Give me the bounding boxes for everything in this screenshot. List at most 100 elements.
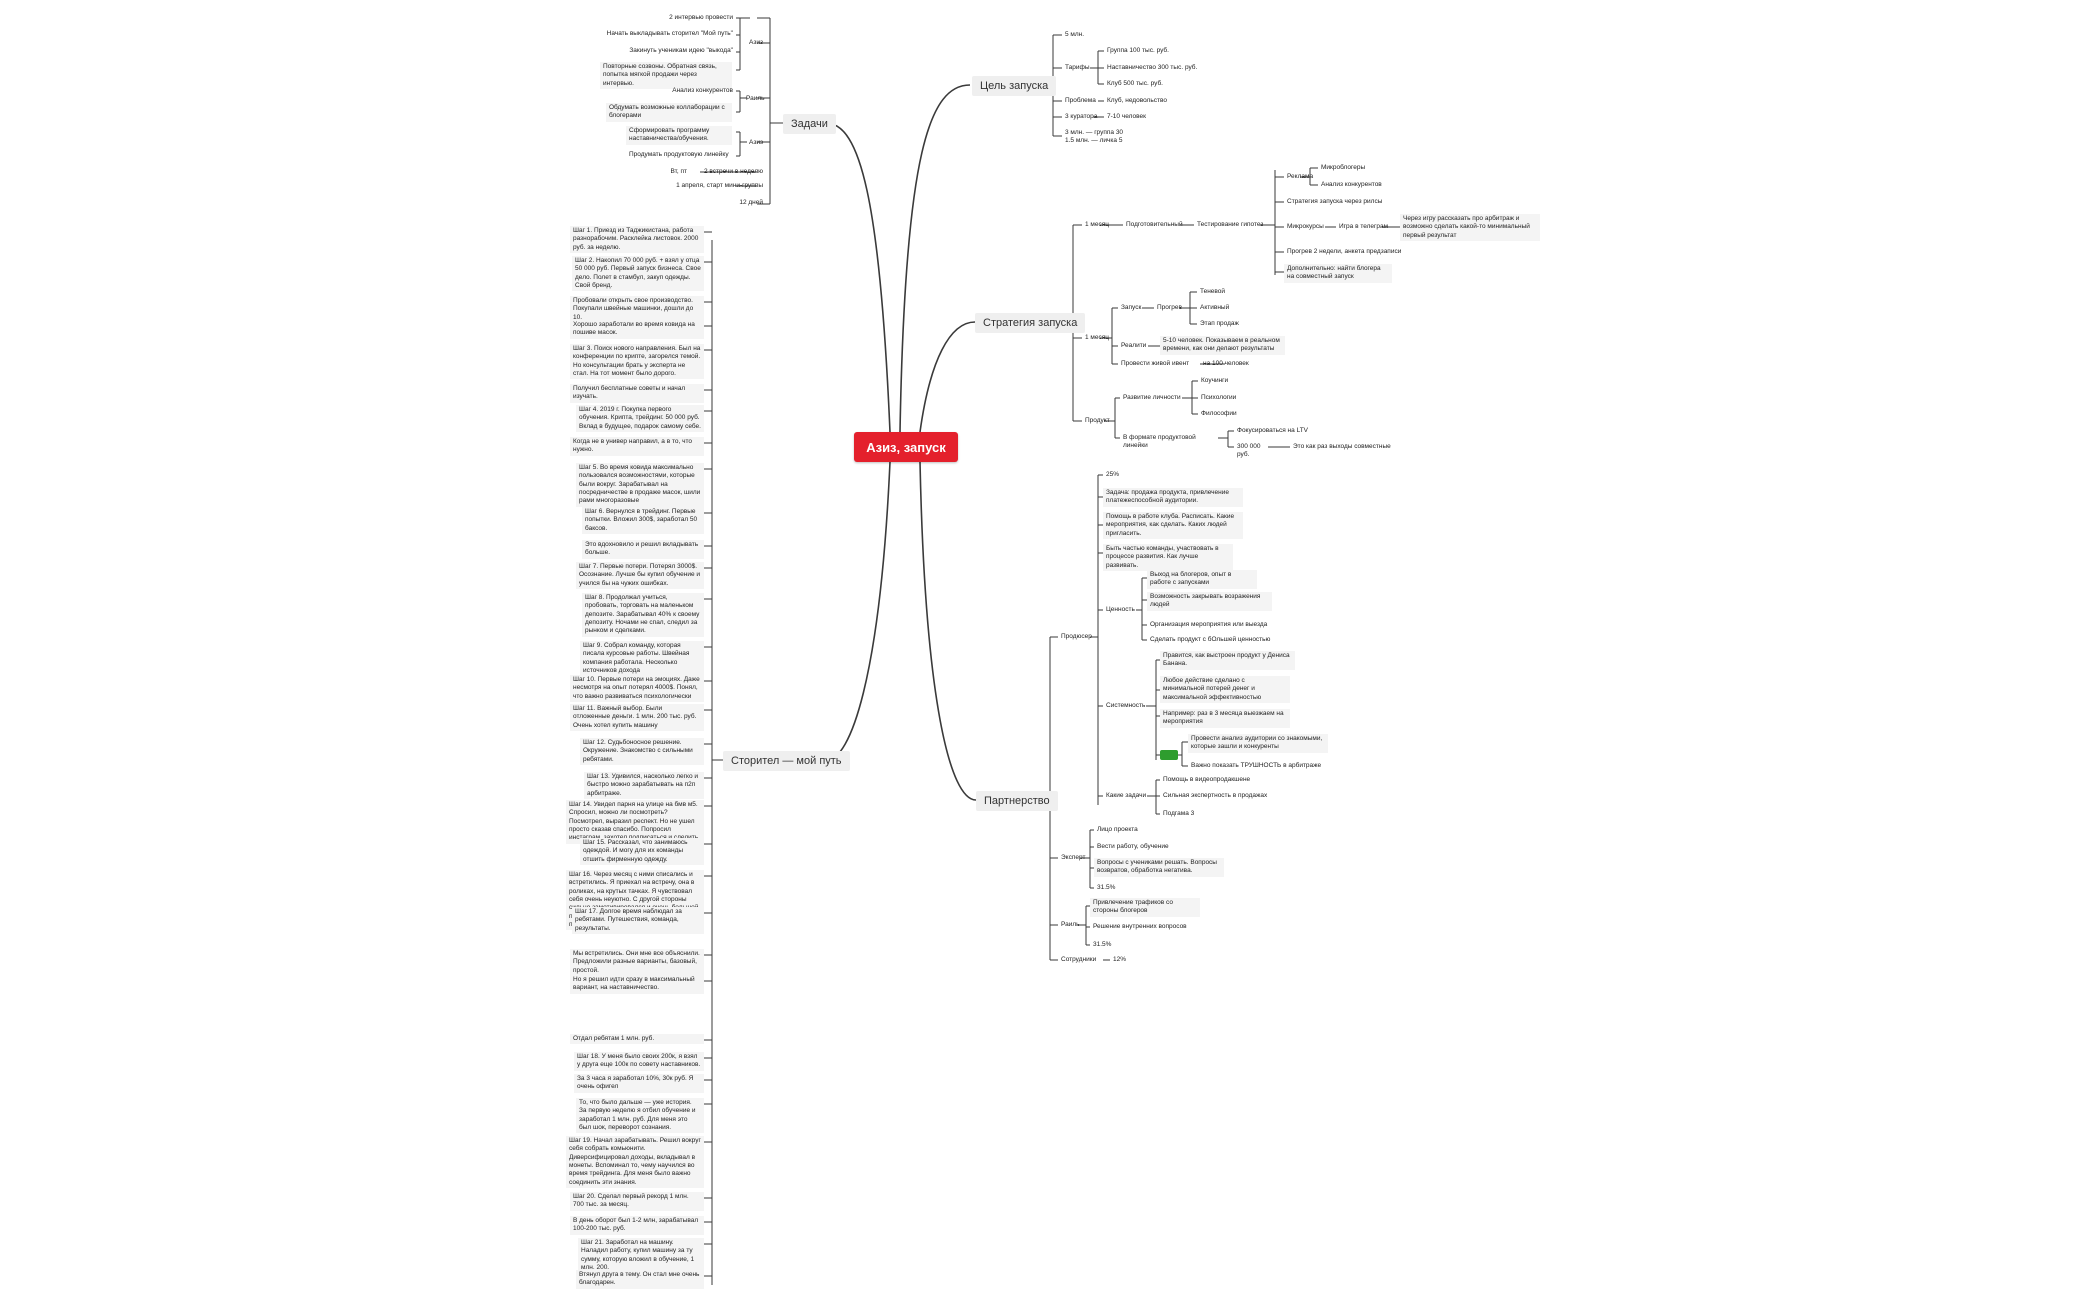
system-item[interactable]: Например: раз в 3 месяца выезжаем на мер… [1160,709,1290,728]
tariff-item[interactable]: Наставничество 300 тыс. руб. [1107,64,1198,71]
story-step[interactable]: Шаг 2. Накопил 70 000 руб. + взял у отца… [572,256,704,292]
strategy-active[interactable]: Активный [1200,304,1230,311]
strategy-warmup[interactable]: Прогрев 2 недели, анкета предзаписи [1287,248,1402,255]
value-item[interactable]: Выход на блогеров, опыт в работе с запус… [1147,570,1257,589]
expert-item[interactable]: 31.5% [1097,884,1116,891]
expert-item[interactable]: Вести работу, обучение [1097,843,1169,850]
goal-curators-value[interactable]: 7-10 человек [1107,113,1146,120]
producer-system[interactable]: Системность [1106,702,1146,709]
strategy-reels[interactable]: Стратегия запуска через рилсы [1287,198,1383,205]
system-item[interactable]: Правится, как выстроен продукт у Дениса … [1160,651,1295,670]
goal-curators[interactable]: 3 куратора [1065,113,1098,120]
story-step[interactable]: Шаг 8. Продолжал учиться, пробовать, тор… [582,593,704,637]
system-item[interactable]: Любое действие сделано с минимальной пот… [1160,676,1290,703]
strategy-reality-desc[interactable]: 5-10 человек. Показываем в реальном врем… [1160,336,1285,355]
strategy-competitors[interactable]: Анализ конкурентов [1321,181,1382,188]
story-step[interactable]: Шаг 14. Увидел парня на улице на бмв м5.… [566,800,704,844]
story-step[interactable]: Шаг 20. Сделал первый рекорд 1 млн. 700 … [570,1192,704,1211]
task-item[interactable]: Начать выкладывать сторител "Мой путь" [606,30,733,37]
strategy-month[interactable]: 1 месяц [1085,221,1109,228]
task-item[interactable]: 12 дней [739,199,763,206]
story-step[interactable]: Шаг 15. Рассказал, что занимаюсь одеждой… [580,838,704,865]
task-owner-aziz[interactable]: Азиз [749,39,763,46]
partner-staff[interactable]: Сотрудники [1061,956,1097,963]
story-step[interactable]: Когда не в универ направил, а в то, что … [570,437,704,456]
task-item[interactable]: Анализ конкурентов [672,87,733,94]
story-step[interactable]: Получил бесплатные советы и начал изучат… [570,384,704,403]
goal-problem-value[interactable]: Клуб, недовольство [1107,97,1167,104]
expert-item[interactable]: Лицо проекта [1097,826,1138,833]
strategy-reality[interactable]: Реалити [1121,342,1147,349]
story-step[interactable]: Пробовали открыть свое производство. Пок… [570,296,704,323]
value-item[interactable]: Сделать продукт с бОльшей ценностью [1150,636,1271,643]
story-step[interactable]: Шаг 5. Во время ковида максимально польз… [576,463,704,507]
strategy-live-event[interactable]: Провести живой ивент [1121,360,1190,367]
strategy-philos[interactable]: Философии [1201,410,1237,417]
branch-strategy[interactable]: Стратегия запуска [975,313,1086,333]
strategy-price-desc[interactable]: Это как раз выходы совместные [1293,443,1391,450]
strategy-ltv[interactable]: Фокусироваться на LTV [1237,427,1309,434]
strategy-launch[interactable]: Запуск [1121,304,1142,311]
strategy-extra[interactable]: Дополнительно: найти блогера на совместн… [1284,264,1392,283]
goal-problem[interactable]: Проблема [1065,97,1096,104]
task-item[interactable]: Продумать продуктовую линейку [629,151,729,158]
story-step[interactable]: Шаг 6. Вернулся в трейдинг. Первые попыт… [582,507,704,534]
strategy-microcourse[interactable]: Микрокурсы [1287,223,1324,230]
task-item[interactable]: Сформировать программу наставничества/об… [626,126,732,145]
system-item[interactable]: Важно показать ТРУШНОСТЬ в арбитраже [1191,762,1322,769]
branch-tasks[interactable]: Задачи [783,114,836,134]
which-item[interactable]: Сильная экспертность в продажах [1163,792,1268,799]
goal-amount[interactable]: 5 млн. [1065,31,1085,38]
story-step[interactable]: Отдал ребятам 1 млн. руб. [570,1034,704,1045]
tariff-item[interactable]: Группа 100 тыс. руб. [1107,47,1169,54]
producer-team[interactable]: Быть частью команды, участвовать в проце… [1103,544,1233,571]
story-step[interactable]: Шаг 1. Приезд из Таджикистана, работа ра… [570,226,704,253]
staff-share[interactable]: 12% [1113,956,1127,963]
goal-split[interactable]: 3 млн. — группа 30 1.5 млн. — личка 5 [1065,129,1124,145]
partner-ramil[interactable]: Раиль [1061,921,1080,928]
story-step[interactable]: Но я решил идти сразу в максимальный вар… [570,975,704,994]
partner-expert[interactable]: Эксперт [1061,854,1086,861]
strategy-sales[interactable]: Этап продаж [1200,320,1239,327]
strategy-tg-game[interactable]: Игра в телеграм [1339,223,1389,230]
strategy-coaching[interactable]: Коучинги [1201,377,1229,384]
story-step[interactable]: За 3 часа я заработал 10%, 30к руб. Я оч… [574,1074,704,1093]
story-step[interactable]: То, что было дальше — уже история. За пе… [576,1098,704,1134]
story-step[interactable]: Шаг 21. Заработал на машину. Наладил раб… [578,1238,704,1274]
partner-producer[interactable]: Продюсер [1061,633,1092,640]
story-step[interactable]: Шаг 13. Удивился, насколько легко и быст… [584,772,704,799]
branch-partnership[interactable]: Партнерство [976,791,1058,811]
story-step[interactable]: Шаг 11. Важный выбор. Были отложенные де… [570,704,704,731]
story-step[interactable]: Шаг 3. Поиск нового направления. Был на … [570,344,704,380]
central-topic[interactable]: Азиз, запуск [854,432,958,462]
producer-task[interactable]: Задача: продажа продукта, привлечение пл… [1103,488,1243,507]
value-item[interactable]: Возможность закрывать возражения людей [1147,592,1272,611]
task-owner-ramil[interactable]: Раиль [746,95,765,102]
story-step[interactable]: Шаг 18. У меня было своих 200к, я взял у… [574,1052,704,1071]
task-item[interactable]: Вт, пт [670,168,688,175]
producer-which-tasks[interactable]: Какие задачи [1106,792,1147,799]
which-item[interactable]: Подгама 3 [1163,810,1195,817]
goal-tariffs[interactable]: Тарифы [1065,64,1090,71]
ramil-item[interactable]: 31.5% [1093,941,1112,948]
strategy-price[interactable]: 300 000 руб. [1237,443,1261,459]
expert-item[interactable]: Вопросы с учениками решать. Вопросы возв… [1094,858,1224,877]
story-step[interactable]: В день оборот был 1-2 млн, зарабатывал 1… [570,1216,704,1235]
producer-club-help[interactable]: Помощь в работе клуба. Расписать. Какие … [1103,512,1243,539]
strategy-tg-game-desc[interactable]: Через игру рассказать про арбитраж и воз… [1400,214,1540,241]
strategy-prep[interactable]: Подготовительный [1126,221,1183,228]
task-item[interactable]: Повторные созвоны. Обратная связь, попыт… [600,62,732,89]
strategy-live-event-value[interactable]: на 100 человек [1203,360,1249,367]
story-step[interactable]: Шаг 19. Начал зарабатывать. Решил вокруг… [566,1136,704,1188]
value-item[interactable]: Организация мероприятия или выезда [1150,621,1268,628]
strategy-warmup2[interactable]: Прогрев [1157,304,1182,311]
strategy-psych[interactable]: Психологии [1201,394,1237,401]
strategy-micro[interactable]: Микроблогеры [1321,164,1366,171]
strategy-testing[interactable]: Тестирование гипотез [1197,221,1264,228]
story-step[interactable]: Это вдохновило и решил вкладывать больше… [582,540,704,559]
task-item[interactable]: Закинуть ученикам идею "выкода" [629,47,733,54]
task-item[interactable]: 2 встречи в неделю [703,168,763,175]
strategy-ads[interactable]: Реклама [1287,173,1314,180]
system-item[interactable]: Провести анализ аудитории со знакомыми, … [1188,734,1328,753]
